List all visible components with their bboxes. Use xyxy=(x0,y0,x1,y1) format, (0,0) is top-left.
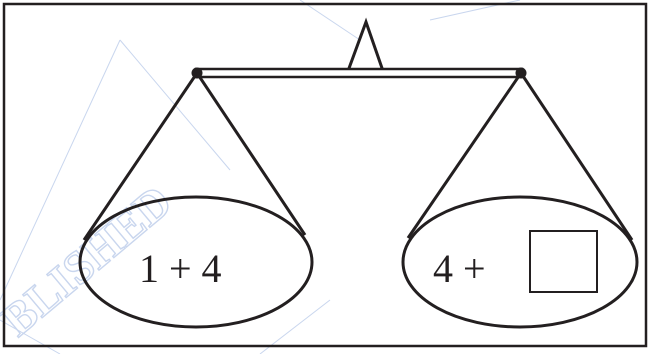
left-pan-expression: 1 + 4 xyxy=(139,246,222,291)
right-pan-expression: 4 + xyxy=(433,246,496,291)
balance-beam xyxy=(196,69,522,77)
answer-box[interactable] xyxy=(530,231,597,292)
frame-border xyxy=(4,4,646,346)
fulcrum-icon xyxy=(348,22,383,71)
right-pan: 4 + xyxy=(403,197,637,327)
watermark-lines xyxy=(0,0,520,354)
